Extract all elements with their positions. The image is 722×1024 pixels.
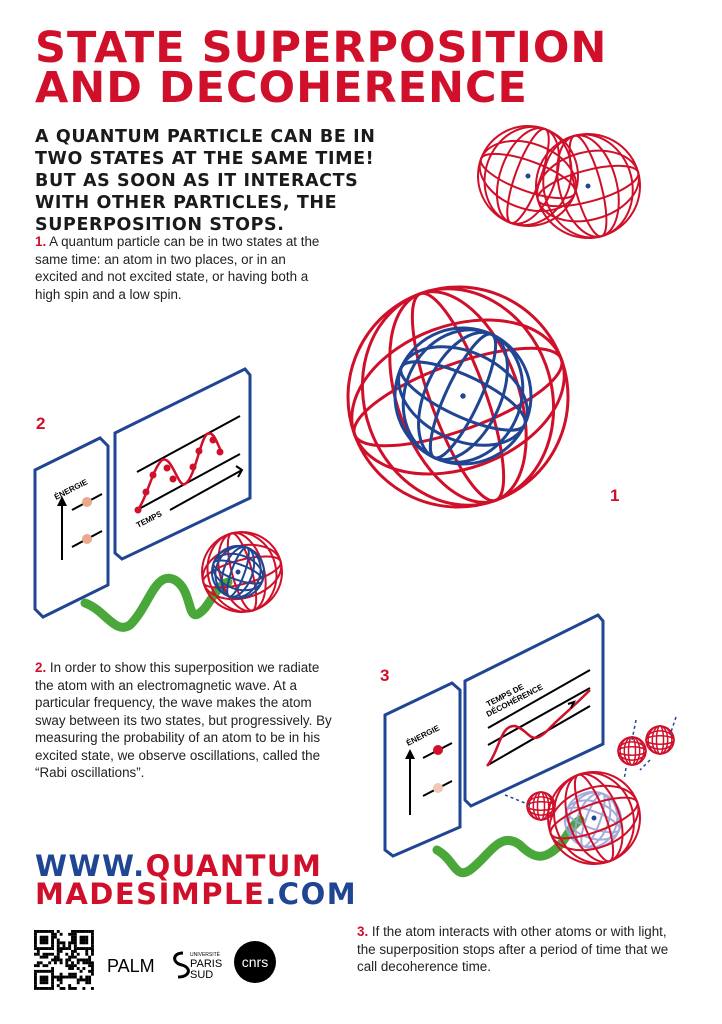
arrow-up-icon — [405, 749, 415, 759]
atom-sphere-small-left — [477, 125, 579, 227]
atom-sphere-large-red — [346, 285, 570, 509]
section-number: 3. — [357, 924, 369, 939]
atom-sphere-blue-2 — [211, 545, 265, 599]
rabi-panel: TEMPS — [113, 367, 252, 561]
perturbing-atom — [526, 791, 556, 821]
section-number: 1. — [35, 234, 47, 249]
perturbing-atom — [617, 736, 647, 766]
lead-text: A quantum particle can be in two states … — [35, 127, 376, 235]
section-body: A quantum particle can be in two states … — [35, 234, 320, 302]
section-body: In order to show this superposition we r… — [35, 660, 332, 780]
title-line-2: AND DECOHERENCE — [35, 63, 528, 113]
paris-sud-logo: UNIVERSITÉ PARIS SUD — [173, 951, 222, 981]
figure-1-label: 1 — [610, 486, 620, 505]
url-part: .COM — [265, 877, 358, 911]
cnrs-logo: cnrs — [234, 941, 276, 983]
electromagnetic-wave-2 — [80, 573, 233, 632]
svg-text:cnrs: cnrs — [242, 954, 268, 970]
interaction-arrows — [504, 716, 677, 806]
page-title: STATE SUPERPOSITION AND DECOHERENCE — [35, 23, 608, 113]
svg-text:PALM: PALM — [107, 956, 155, 976]
section-number: 2. — [35, 660, 47, 675]
svg-text:PARIS: PARIS — [190, 958, 222, 970]
section-3-text: 3. If the atom interacts with other atom… — [357, 923, 677, 976]
arrow-up-icon — [57, 496, 67, 506]
atom-sphere-red-3 — [547, 771, 641, 865]
energy-panel-3: ÉNERGIE — [383, 681, 462, 858]
section-body: If the atom interacts with other atoms o… — [357, 924, 669, 974]
website-link[interactable]: WWW.QUANTUM MADESIMPLE.COM — [35, 849, 358, 911]
palm-logo: PALM — [107, 956, 155, 976]
url-part: MADESIMPLE — [35, 877, 266, 911]
svg-text:SUD: SUD — [190, 969, 213, 981]
url-part: WWW. — [35, 849, 146, 883]
atom-sphere-small-right — [535, 133, 641, 239]
electromagnetic-wave-3 — [432, 815, 585, 877]
energy-panel-2: ÉNERGIE — [33, 436, 110, 619]
atom-sphere-large-blue — [393, 326, 533, 466]
decoherence-panel: TEMPS DE DÉCOHÉRENCE — [463, 613, 605, 808]
figure-2-label: 2 — [36, 414, 46, 433]
title-line-1: STATE SUPERPOSITION — [35, 23, 608, 73]
svg-text:UNIVERSITÉ: UNIVERSITÉ — [190, 951, 221, 958]
url-part: QUANTUM — [145, 849, 323, 883]
section-2-text: 2. In order to show this superposition w… — [35, 659, 335, 782]
section-1-text: 1. A quantum particle can be in two stat… — [35, 233, 325, 303]
qr-code — [34, 930, 94, 990]
perturbing-atom — [645, 725, 675, 755]
figure-3-label: 3 — [380, 666, 390, 685]
